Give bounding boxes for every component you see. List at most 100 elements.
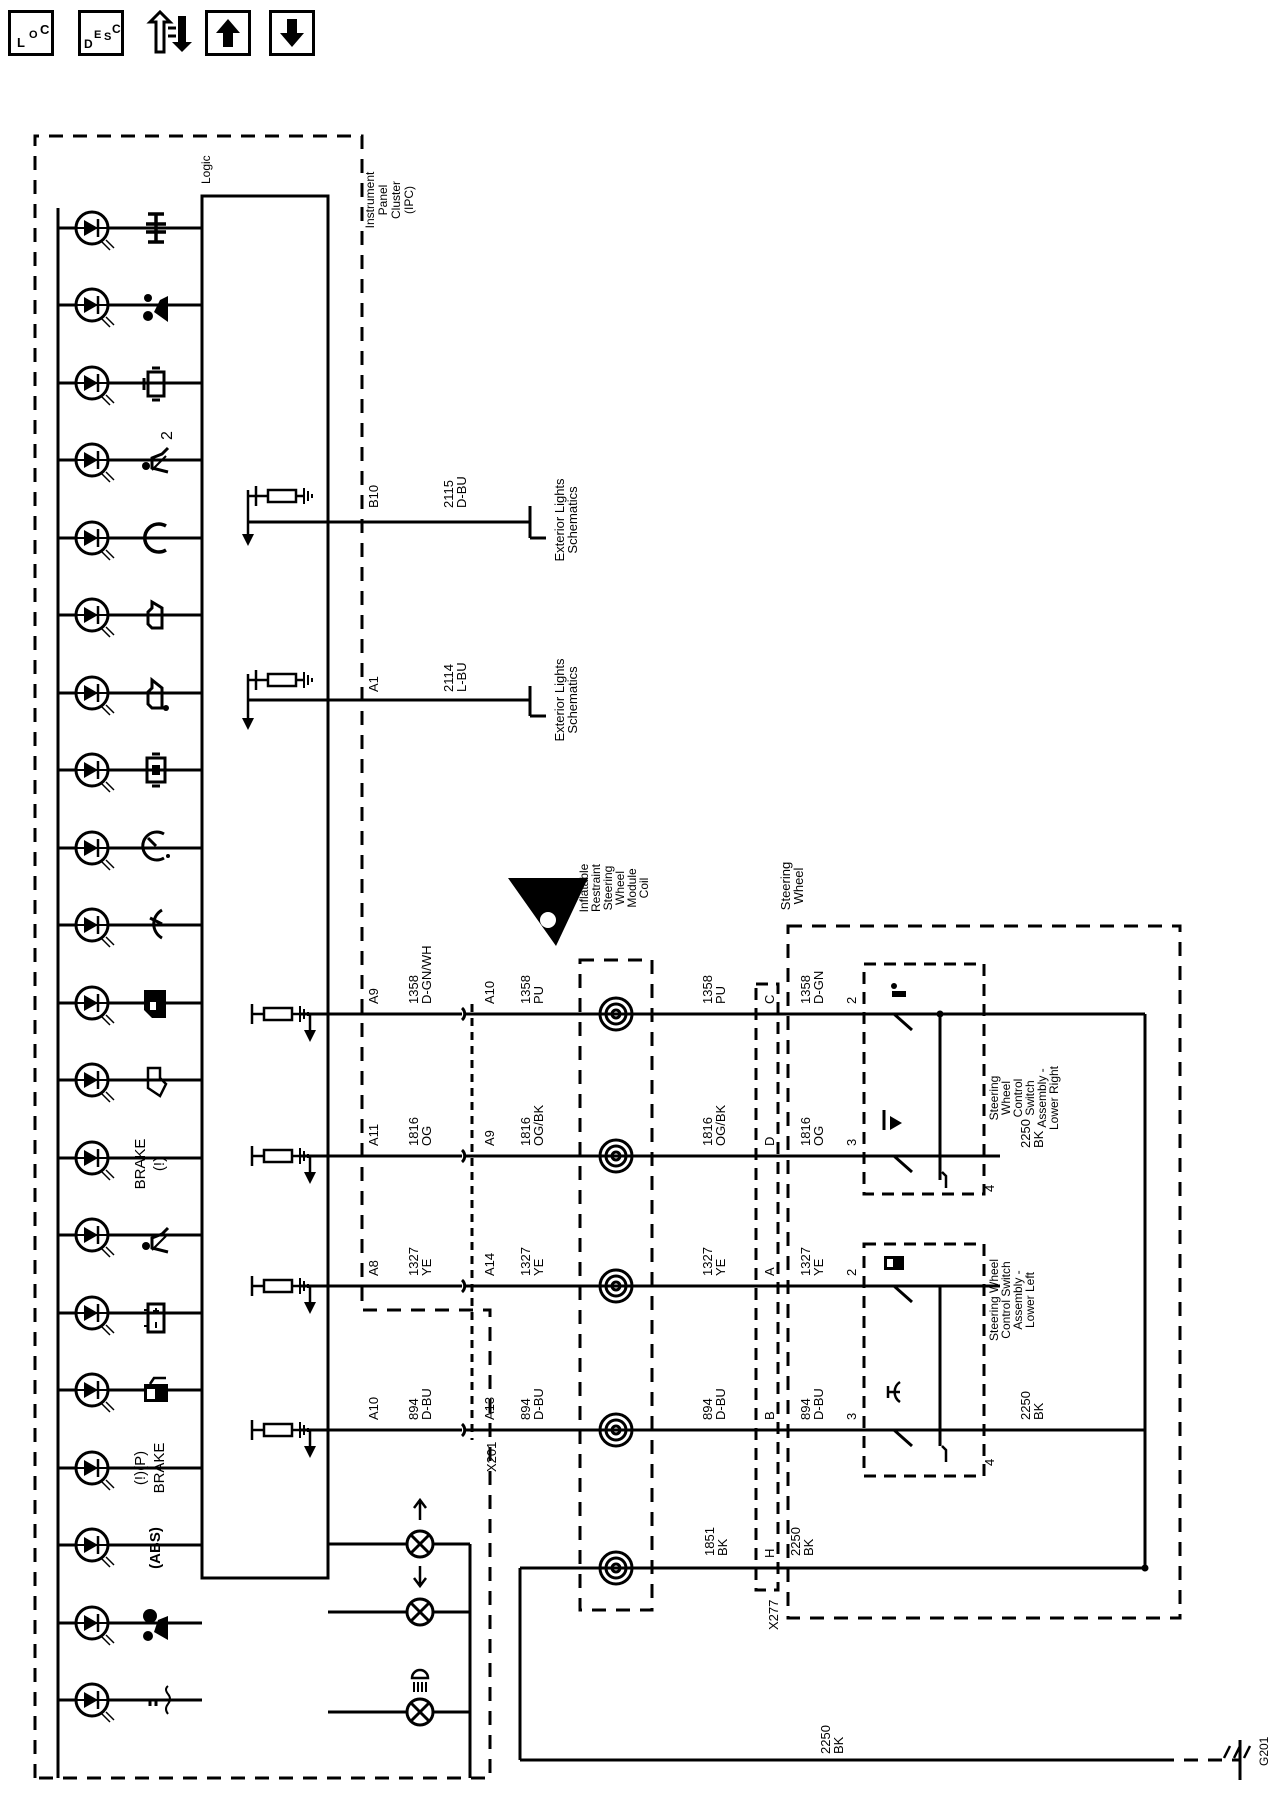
steering-wheel-outline [786,924,1182,1620]
switch-lower-left-outline [862,1242,986,1478]
wire-1851: 1851 [702,1527,717,1556]
x201-label: X201 [484,1442,499,1472]
volume-down-icon [882,1110,902,1130]
wire-color-label: D-BU [531,1388,546,1420]
switch-lower-left-label: Steering WheelControl SwitchAssembly -Lo… [987,1259,1037,1341]
page-up-button[interactable] [205,10,251,56]
wire-color-label: YE [531,1258,546,1276]
service-led [74,210,116,252]
info-icon [891,983,906,997]
loc-l: L [17,35,25,50]
coolant-temp-led [74,1682,116,1724]
left-arrow-icon [413,1566,427,1589]
connector-icon [146,9,192,54]
coil-label: InflatableRestraintSteeringWheelModuleCo… [577,863,651,912]
wire-2250-x277-color: BK [801,1538,816,1556]
passenger-airbag-icon [143,294,168,322]
wire-color-label: YE [713,1258,728,1276]
steering-wheel-label: SteeringWheel [778,862,806,910]
location-button[interactable]: L O C [8,10,54,56]
switch-lower-right-label: SteeringWheelControlSwitchAssembly -Lowe… [987,1065,1061,1130]
x277-label: X277 [766,1600,781,1630]
exterior-lights-circuits [242,484,546,730]
wire-number-label: 894 [518,1398,533,1420]
wire-number-label: 894 [406,1398,421,1420]
fuel-economy-icon [884,1256,904,1270]
ipc-pin-label: A8 [366,1260,381,1276]
ground-g201-icon [1222,1740,1252,1780]
ipc-pin-label: A9 [366,988,381,1004]
wire-number-label: 1816 [700,1117,715,1146]
battery-icon [144,1302,166,1334]
seatbelt-2-number: 2 [159,431,176,440]
brake-text: BRAKE [132,1139,149,1190]
check-engine-led [74,752,116,794]
turn-right-bulb [405,1529,435,1559]
b10-destination: Exterior LightsSchematics [552,478,580,562]
check-engine-icon [145,752,167,788]
desc-s: S [104,31,112,43]
door-open-icon [144,990,166,1018]
tpms-led [74,520,116,562]
wire-color-label: OG [811,1126,826,1146]
a1-pin: A1 [366,676,381,692]
park-brake-symbol: (!)(P) [132,1451,149,1485]
x201-pin-label: A13 [482,1397,497,1420]
battery-led [74,1295,116,1337]
description-button[interactable]: D E S C [78,10,124,56]
wire-2250-top: 2250 [1018,1119,1033,1148]
oil-pressure-icon [146,676,169,711]
low-fuel-door-led [74,1062,116,1104]
park-brake-led [74,1450,116,1492]
x201-pin-label: A10 [482,981,497,1004]
oil-level-icon [146,599,164,630]
wire-2250-x277: 2250 [788,1527,803,1556]
x277-pin-label: A [762,1267,777,1276]
engine-icon [142,366,166,402]
high-beam-icon [410,1668,430,1692]
wire-number-label: 894 [700,1398,715,1420]
cruise-icon [141,830,170,862]
b10-wire: 2115 [441,480,456,508]
wire-number-label: 1327 [798,1247,813,1276]
wire-color-label: D-BU [713,1388,728,1420]
wire-color-label: YE [419,1258,434,1276]
seatbelt-led [74,1217,116,1259]
wire-number-label: 1358 [798,975,813,1004]
wire-color-label: PU [713,986,728,1004]
signal-wires [250,1002,1240,1762]
page-down-button[interactable] [269,10,315,56]
trip-reset-icon [886,1380,901,1404]
right-arrow-icon [413,1497,427,1520]
seatbelt-2-led [74,442,116,484]
wire-number-label: 1816 [406,1117,421,1146]
x277-pin-label: B [762,1411,777,1420]
wire-number-label: 894 [798,1398,813,1420]
low-fuel-door-icon [146,1066,168,1098]
wire-color-label: D-GN [811,971,826,1004]
wire-2250-top-color: BK [1031,1130,1046,1148]
desc-e: E [94,29,102,41]
connector-button[interactable] [146,8,196,58]
wire-number-label: 1358 [700,975,715,1004]
x277-pin-h: H [762,1549,777,1558]
indicator-icons: 2 BR [132,212,176,1715]
wire-2250-mid-color: BK [1031,1402,1046,1420]
coil-outline [578,958,654,1612]
wire-number-label: 1816 [798,1117,813,1146]
wire-number-label: 1327 [406,1247,421,1276]
seatbelt-2-icon [142,446,170,474]
indicator-leds [58,210,202,1724]
high-beam-bulb [405,1697,435,1727]
ipc-pin-label: A10 [366,1397,381,1420]
wire-2250-ground-color: BK [831,1736,846,1754]
high-speed-warning-led [74,907,116,949]
door-open-led [74,985,116,1027]
b10-pin: B10 [366,485,381,508]
loc-o: O [29,29,38,41]
passenger-airbag-led [74,287,116,329]
wire-color-label: YE [811,1258,826,1276]
sw-right-pin-4: 4 [982,1185,997,1192]
